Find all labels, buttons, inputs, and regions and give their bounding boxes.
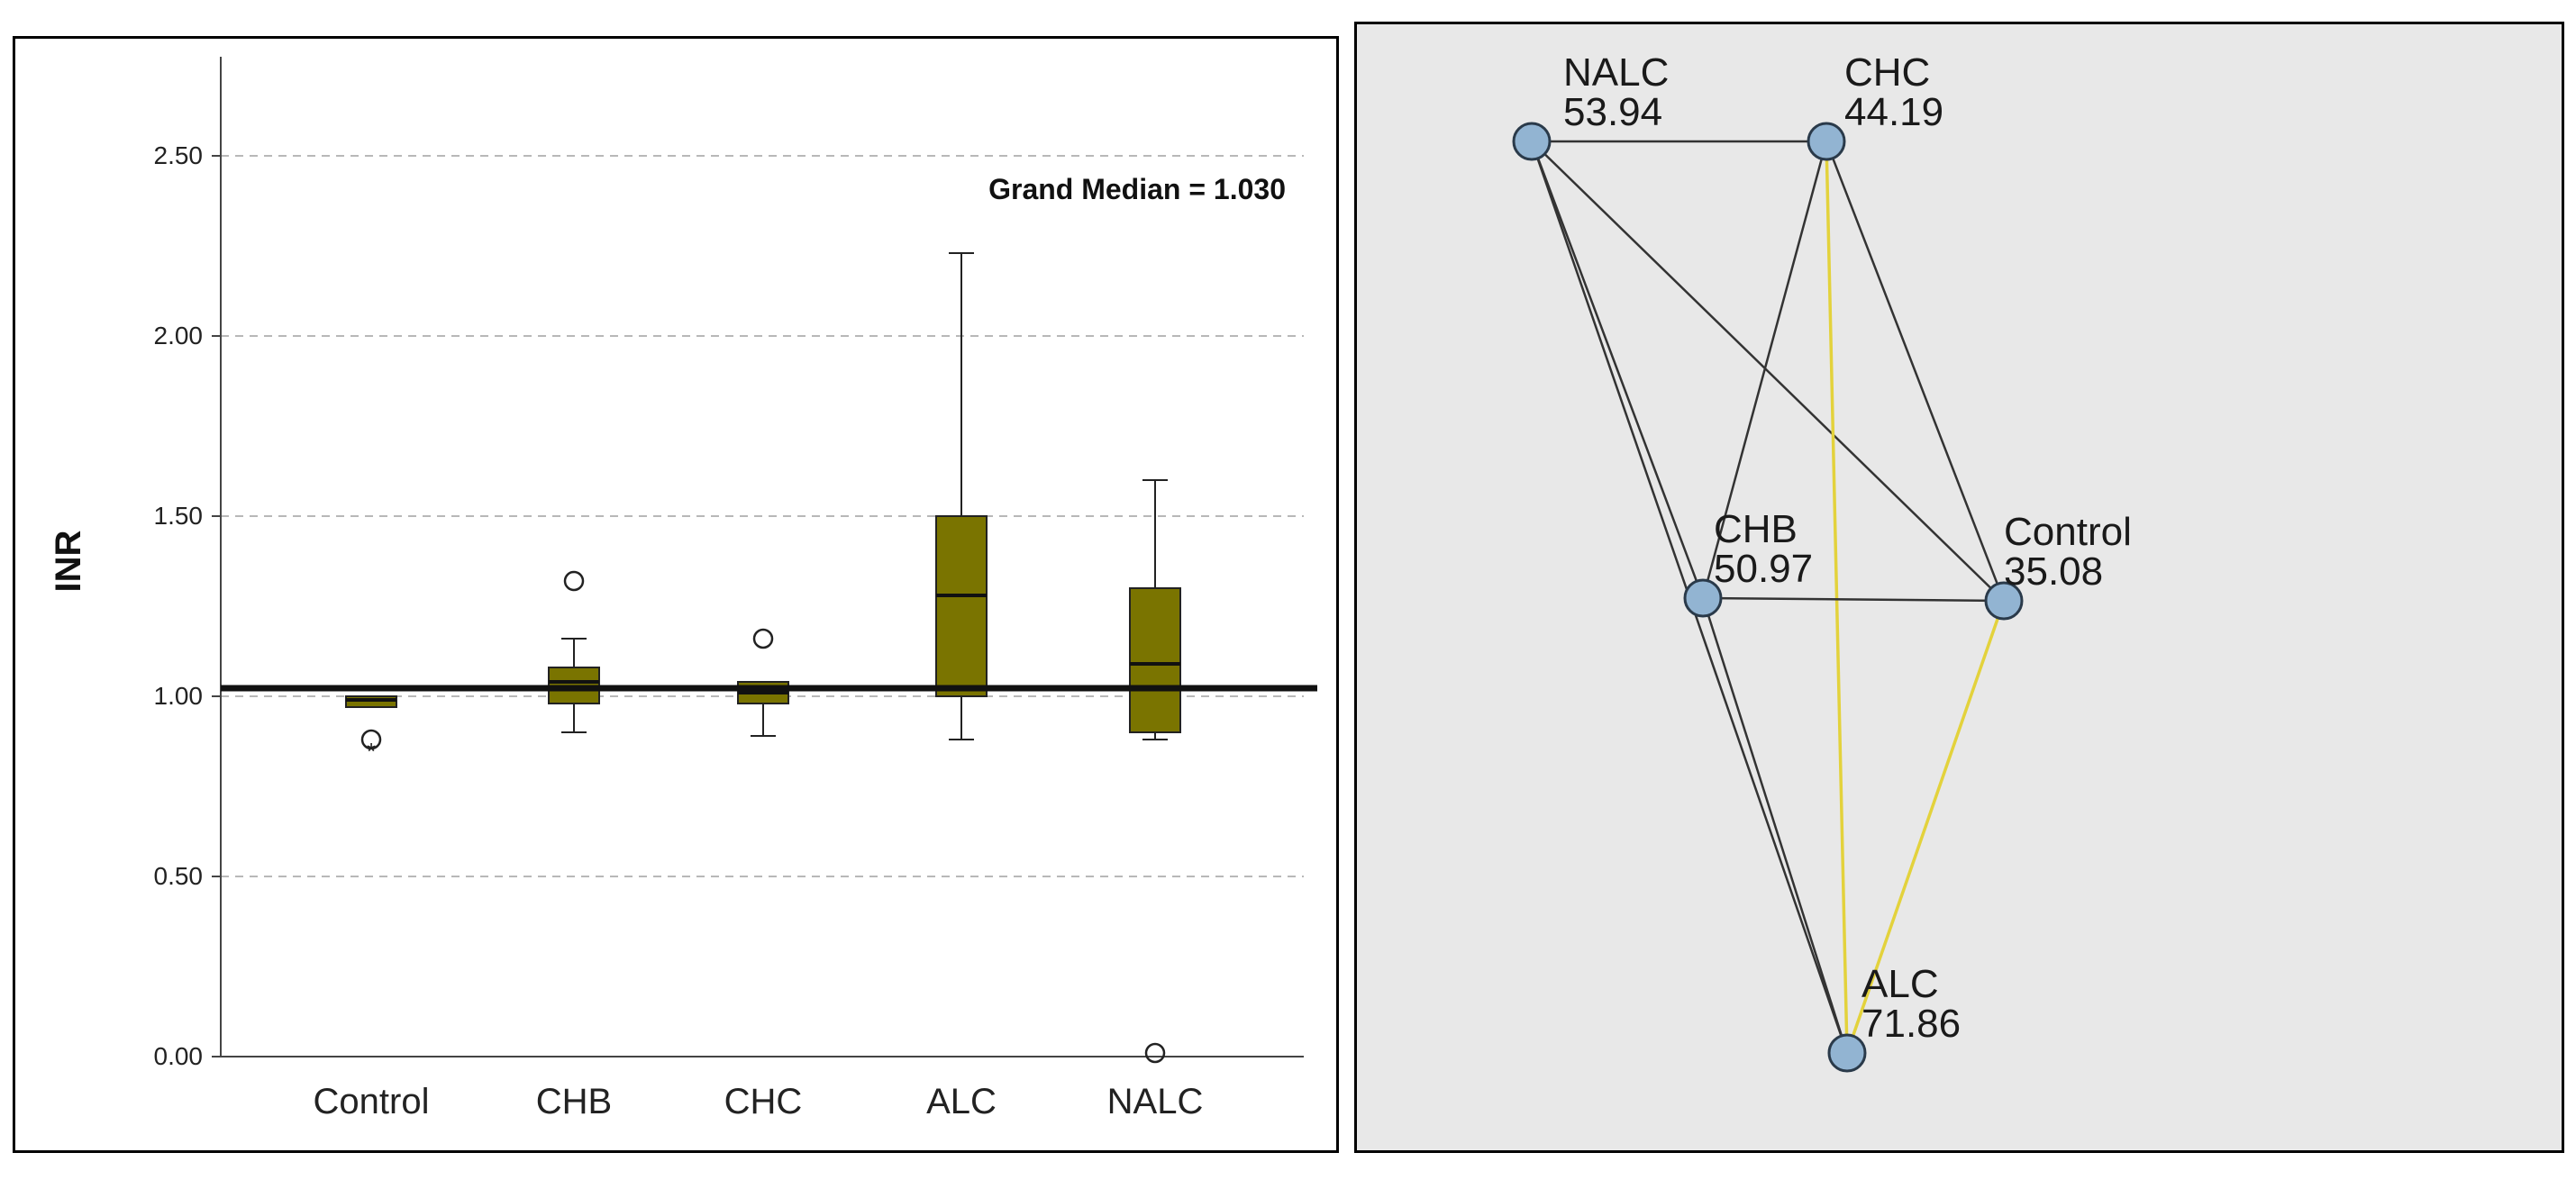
node-label: ALC	[1861, 962, 1939, 1006]
x-tick-label: ALC	[926, 1082, 997, 1121]
outlier-point	[563, 570, 585, 592]
edge-nalc-chb	[1530, 141, 1705, 599]
outlier-point	[360, 729, 382, 750]
box-alc	[935, 252, 988, 740]
y-tick-label: 2.50	[154, 141, 204, 169]
node-marker	[1807, 122, 1846, 161]
edge-chc-chb	[1701, 141, 1828, 599]
node-marker	[1512, 122, 1552, 161]
y-tick-label: 2.00	[154, 322, 204, 349]
edge-chc-control	[1825, 141, 2006, 602]
edge-control-alc	[1845, 600, 2006, 1054]
edge-chb-control	[1702, 596, 2005, 603]
y-tick-label: 1.50	[154, 502, 204, 530]
y-tick-label: 1.00	[154, 682, 204, 710]
y-axis-label: INR	[49, 530, 88, 592]
x-tick-label: CHB	[536, 1082, 612, 1121]
node-marker	[1683, 578, 1723, 618]
box-chb	[548, 570, 600, 733]
node-value: 53.94	[1563, 90, 1662, 134]
node-value: 35.08	[2004, 549, 2103, 594]
outlier-point	[1144, 1042, 1166, 1064]
outlier-point	[752, 628, 774, 649]
iqr-box	[1129, 587, 1181, 733]
box-nalc	[1129, 479, 1181, 1064]
node-label: NALC	[1563, 50, 1669, 95]
extreme-point: *	[367, 738, 376, 765]
iqr-box	[935, 515, 988, 697]
node-label: Control	[2004, 510, 2132, 554]
x-tick-label: NALC	[1107, 1082, 1204, 1121]
node-marker	[1827, 1033, 1867, 1073]
node-label: CHB	[1714, 507, 1798, 551]
node-value: 71.86	[1861, 1002, 1961, 1046]
x-tick-label: CHC	[724, 1082, 803, 1121]
y-tick-label: 0.50	[154, 862, 204, 890]
node-label: CHC	[1844, 50, 1930, 95]
grand-median-annotation: Grand Median = 1.030	[988, 173, 1286, 205]
y-tick-label: 0.00	[154, 1042, 204, 1070]
edge-chc-alc	[1825, 141, 1849, 1054]
box-chc	[737, 628, 789, 737]
node-value: 50.97	[1714, 547, 1813, 591]
box-control: *	[345, 695, 397, 765]
node-marker	[1984, 581, 2024, 621]
x-tick-label: Control	[314, 1082, 430, 1121]
edge-nalc-control	[1531, 141, 2005, 602]
node-value: 44.19	[1844, 90, 1943, 134]
edge-chb-alc	[1701, 597, 1849, 1054]
